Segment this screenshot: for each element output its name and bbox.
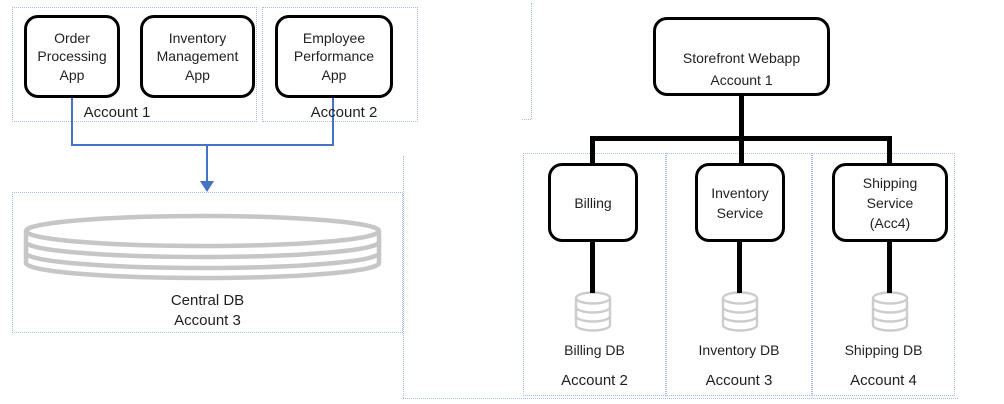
billing-db-icon bbox=[574, 291, 612, 332]
branch-drop-billing bbox=[590, 136, 595, 163]
connector-employee-app-drop bbox=[332, 98, 334, 145]
inventory-db-label: Inventory DB bbox=[698, 342, 780, 358]
branch-drop-shipping bbox=[887, 136, 892, 163]
billing-db-label: Billing DB bbox=[564, 342, 625, 358]
guide-top-foot-line bbox=[522, 119, 531, 120]
account-1-group bbox=[12, 7, 257, 122]
account-4-column bbox=[812, 153, 955, 396]
guide-bottom-line bbox=[403, 398, 958, 399]
node-employee-performance-app: Employee Performance App bbox=[275, 15, 393, 98]
central-db-icon bbox=[23, 213, 382, 281]
node-storefront-webapp: Storefront Webapp Account 1 bbox=[653, 17, 830, 96]
shipping-db-icon bbox=[871, 291, 909, 332]
connector-order-app-drop bbox=[71, 98, 73, 145]
central-db-account: Account 3 bbox=[174, 312, 241, 329]
central-db-label: Central DB Account 3 bbox=[12, 291, 403, 331]
arrow-down-icon bbox=[200, 181, 214, 192]
branch-drop-inventory bbox=[739, 136, 744, 163]
node-billing: Billing bbox=[548, 163, 638, 242]
storefront-webapp-title: Storefront Webapp bbox=[682, 50, 801, 66]
central-db-name: Central DB bbox=[170, 292, 245, 309]
account-2-label: Account 2 bbox=[310, 104, 378, 121]
connector-central-db-stem bbox=[206, 144, 208, 182]
connector-horizontal-join bbox=[71, 144, 334, 146]
shipping-db-label: Shipping DB bbox=[844, 342, 923, 358]
account-2-column-label: Account 2 bbox=[561, 372, 628, 389]
storefront-webapp-account: Account 1 bbox=[710, 72, 773, 88]
stem-inventory-db bbox=[737, 242, 742, 293]
account-3-db-group bbox=[12, 192, 403, 333]
account-1-label: Account 1 bbox=[83, 104, 151, 121]
stem-billing-db bbox=[590, 242, 595, 293]
trunk-connector bbox=[739, 96, 744, 137]
guide-vertical-line bbox=[403, 156, 404, 398]
stem-shipping-db bbox=[887, 242, 892, 293]
account-3-column-label: Account 3 bbox=[705, 372, 773, 389]
node-inventory-management-app: Inventory Management App bbox=[140, 15, 255, 98]
node-inventory-service: Inventory Service bbox=[695, 163, 785, 242]
guide-top-vertical-line bbox=[531, 3, 532, 119]
node-shipping-service: Shipping Service (Acc4) bbox=[832, 163, 948, 242]
node-order-processing-app: Order Processing App bbox=[24, 15, 120, 98]
inventory-db-icon bbox=[721, 291, 759, 332]
account-4-column-label: Account 4 bbox=[850, 372, 917, 389]
account-2-group bbox=[262, 7, 418, 122]
